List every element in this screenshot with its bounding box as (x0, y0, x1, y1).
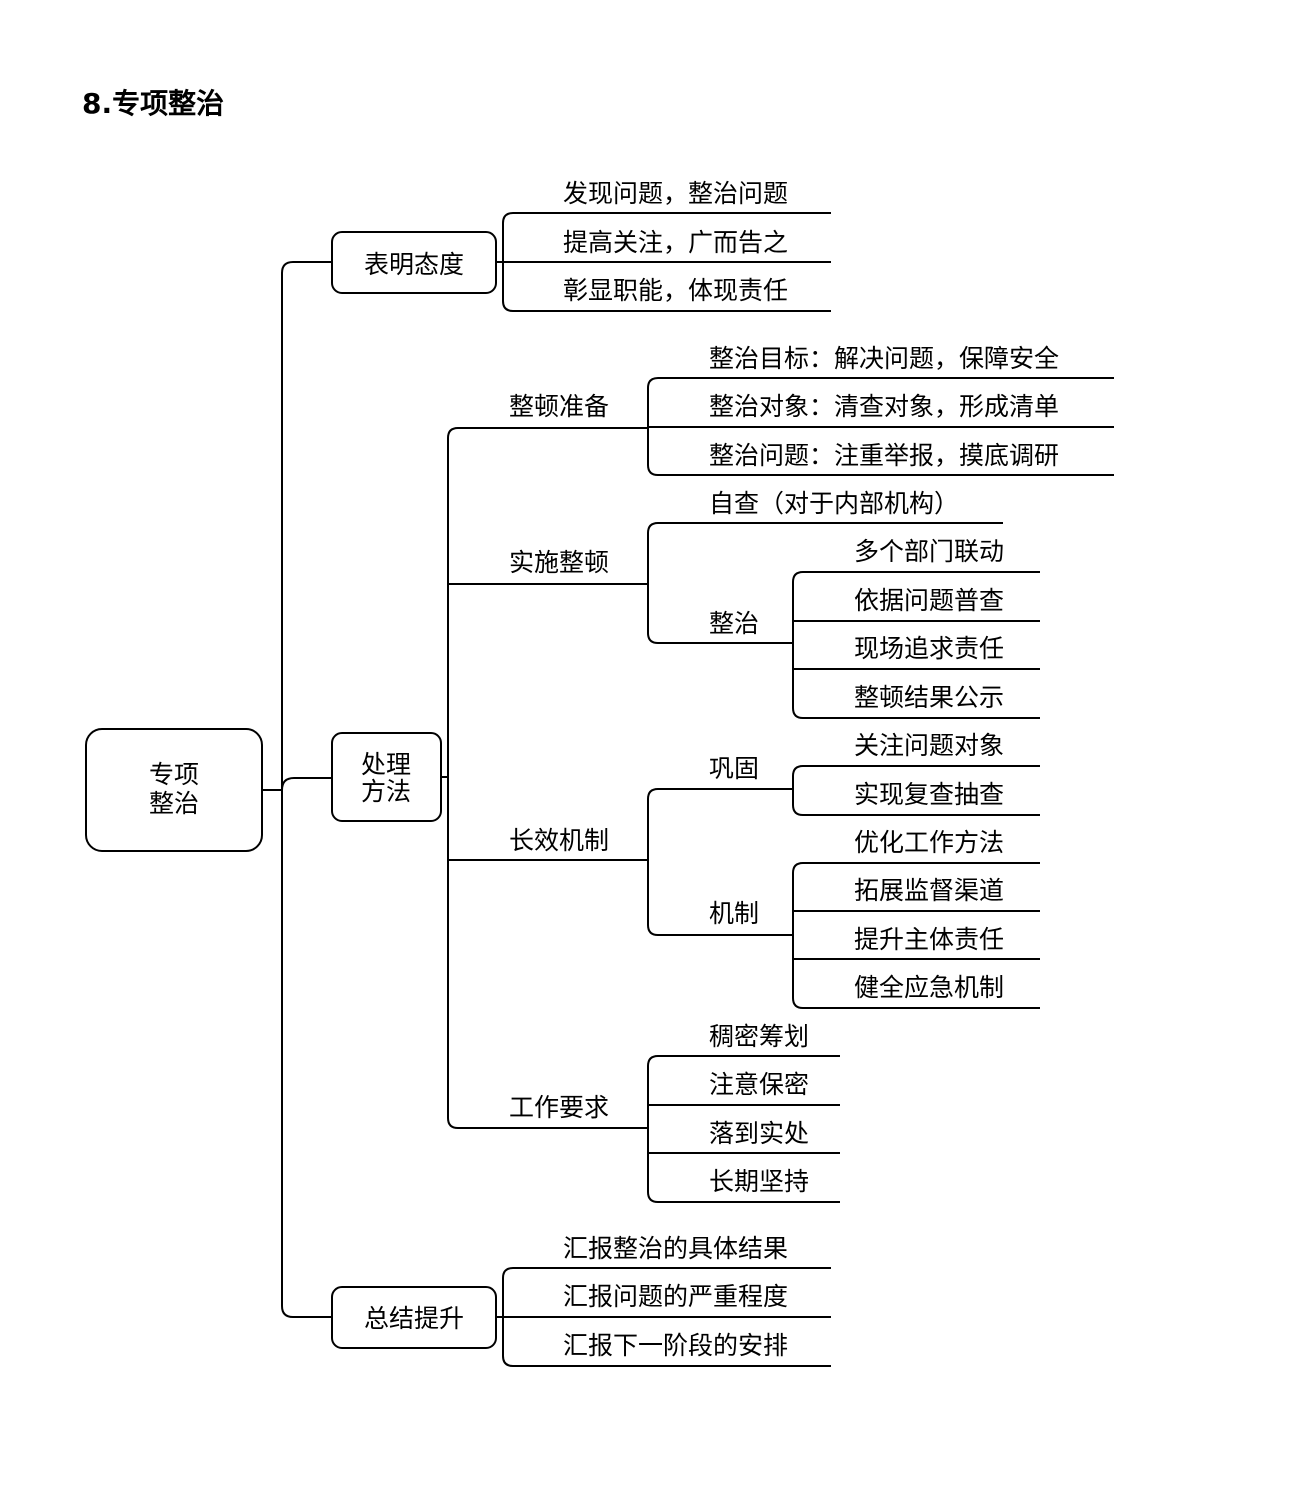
connector-lines (262, 212, 1114, 1367)
root-node-box (85, 728, 263, 852)
leaf-item: 依据问题普查 (854, 586, 1004, 615)
leaf-item: 拓展监督渠道 (854, 876, 1004, 905)
leaf-item: 彰显职能，体现责任 (563, 276, 788, 305)
leaf-item: 实现复查抽查 (854, 780, 1004, 809)
leaf-item: 整治对象：清查对象，形成清单 (709, 392, 1059, 421)
node-changxiao-jizhi-label: 长效机制 (509, 826, 609, 855)
leaf-item: 发现问题，整治问题 (563, 179, 788, 208)
page-title: 8.专项整治 (82, 87, 225, 120)
node-gongzuo-yaoqiu-label: 工作要求 (509, 1093, 609, 1122)
node-zhengdun-zhunbei-label: 整顿准备 (509, 392, 609, 421)
node-box-chuli (331, 732, 442, 822)
root-node-label-line2: 整治 (149, 789, 199, 818)
leaf-item: 优化工作方法 (854, 828, 1004, 857)
leaf-item: 现场追求责任 (854, 634, 1004, 663)
node-biaoming-label: 表明态度 (364, 250, 464, 279)
leaf-item: 落到实处 (709, 1119, 809, 1148)
leaf-item: 整治问题：注重举报，摸底调研 (709, 441, 1059, 470)
node-chuli-label-line2: 方法 (361, 777, 411, 806)
node-jizhi-label: 机制 (709, 899, 759, 928)
leaf-item: 注意保密 (709, 1070, 809, 1099)
leaf-item: 汇报问题的严重程度 (563, 1282, 788, 1311)
leaf-item: 提升主体责任 (854, 925, 1004, 954)
leaf-item: 多个部门联动 (854, 537, 1004, 566)
node-zhengzhi-label: 整治 (709, 609, 759, 638)
leaf-item: 汇报整治的具体结果 (563, 1234, 788, 1263)
leaf-item: 稠密筹划 (709, 1022, 809, 1051)
root-node-label-line1: 专项 (149, 760, 199, 789)
node-zongjie-label: 总结提升 (364, 1304, 464, 1333)
leaf-item: 长期坚持 (709, 1167, 809, 1196)
node-box-zongjie (331, 1286, 497, 1349)
leaf-item: 自查（对于内部机构） (709, 489, 959, 518)
node-chuli-label-line1: 处理 (361, 750, 411, 779)
leaf-item: 健全应急机制 (854, 973, 1004, 1002)
node-shishi-zhengdun-label: 实施整顿 (509, 548, 609, 577)
leaf-item: 整治目标：解决问题，保障安全 (709, 344, 1059, 373)
leaf-item: 提高关注，广而告之 (563, 228, 788, 257)
leaf-item: 整顿结果公示 (854, 683, 1004, 712)
node-box-biaoming (331, 231, 497, 294)
leaf-item: 汇报下一阶段的安排 (563, 1331, 788, 1360)
node-gonggu-label: 巩固 (709, 754, 759, 783)
leaf-item: 关注问题对象 (854, 731, 1004, 760)
